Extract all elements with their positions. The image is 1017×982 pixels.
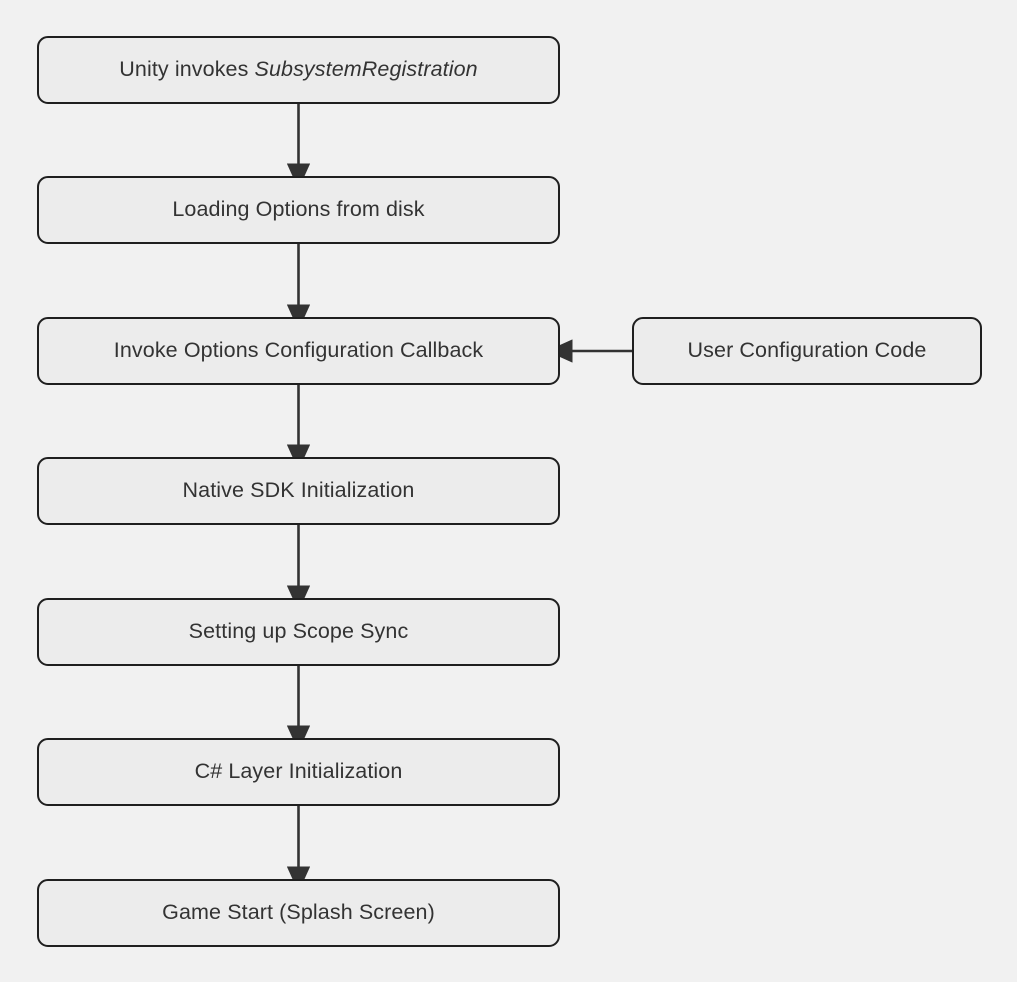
node-label-subsystem-registration: Unity invokes SubsystemRegistration xyxy=(119,57,477,83)
node-subsystem-registration[interactable]: Unity invokes SubsystemRegistration xyxy=(37,36,560,104)
node-loading-options[interactable]: Loading Options from disk xyxy=(37,176,560,244)
node-label-game-start: Game Start (Splash Screen) xyxy=(162,900,435,925)
node-label-text-emphasis: SubsystemRegistration xyxy=(254,57,478,82)
node-label-csharp-layer-init: C# Layer Initialization xyxy=(194,759,403,784)
node-native-sdk-init[interactable]: Native SDK Initialization xyxy=(37,457,560,525)
node-game-start[interactable]: Game Start (Splash Screen) xyxy=(37,879,560,947)
node-csharp-layer-init[interactable]: C# Layer Initialization xyxy=(37,738,560,806)
node-invoke-options-callback[interactable]: Invoke Options Configuration Callback xyxy=(37,317,560,385)
node-user-configuration-code[interactable]: User Configuration Code xyxy=(632,317,982,385)
node-label-user-configuration-code: User Configuration Code xyxy=(687,338,927,363)
node-label-loading-options: Loading Options from disk xyxy=(172,197,425,222)
node-label-text-plain: Unity invokes xyxy=(119,57,255,82)
node-label-scope-sync: Setting up Scope Sync xyxy=(188,619,409,644)
node-label-native-sdk-init: Native SDK Initialization xyxy=(182,478,415,503)
node-scope-sync[interactable]: Setting up Scope Sync xyxy=(37,598,560,666)
node-label-invoke-options-callback: Invoke Options Configuration Callback xyxy=(113,338,484,363)
